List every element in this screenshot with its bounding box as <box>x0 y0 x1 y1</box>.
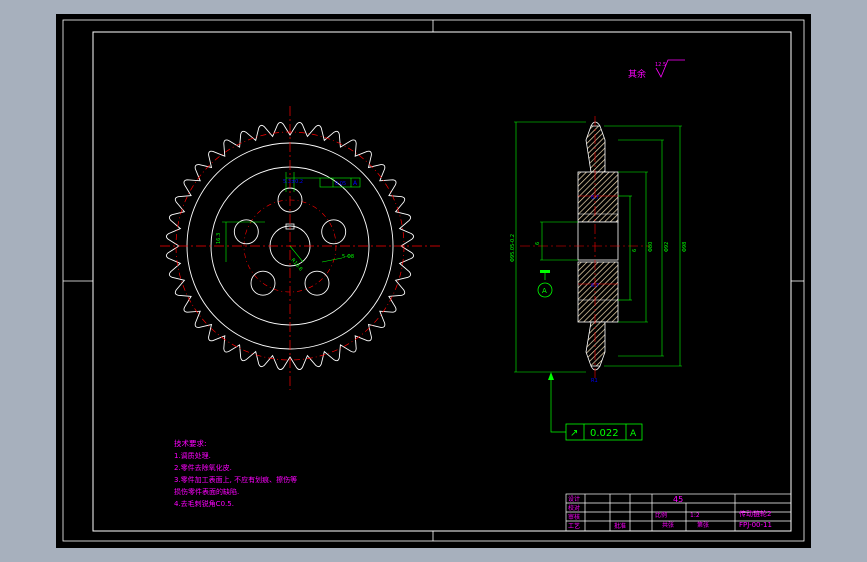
technical-notes: 技术要求: 1.调质处理. 2.零件去除氧化皮. 3.零件加工表面上, 不应有划… <box>174 438 297 508</box>
tb-scale: 1:2 <box>690 512 700 519</box>
top-dim-text: 5.3±0.2 <box>283 179 303 185</box>
tb-scale-label: 比例 <box>655 511 667 519</box>
notes-title: 技术要求: <box>174 438 207 448</box>
bolt-hole <box>233 219 259 245</box>
tb-row-3: 审核 <box>568 513 580 521</box>
bolt-hole <box>321 219 347 245</box>
runout-datum: A <box>630 429 637 439</box>
note-line-4: 损伤零件表面的缺陷. <box>174 487 239 496</box>
note-line-5: 4.去毛刺锐角C0.5. <box>174 499 234 508</box>
drawing-sheet <box>56 14 811 548</box>
roughness-note: 其余 <box>628 68 646 80</box>
roughness-tick-icon <box>655 59 685 78</box>
sprocket-front-view: 5.3±0.2 0.05 A 16.3 R10.6 5-Φ8 <box>160 106 440 390</box>
note-line-3: 3.零件加工表面上, 不应有划痕、擦伤等 <box>174 475 297 484</box>
hole-dim-text: 5-Φ8 <box>342 254 354 260</box>
sprocket-section-view: Φ98 Φ92 Φ80 6 Φ95.05-0.2 6 6.7 6.7 R1 A … <box>510 116 688 441</box>
tb-row-1: 设计 <box>568 495 580 503</box>
tolerance-frame <box>319 177 361 188</box>
dim-outer: Φ95.05-0.2 <box>510 234 516 262</box>
bore-section <box>577 221 619 261</box>
dim-keyway: 6 <box>535 242 541 245</box>
roughness-value: 12.5 <box>655 62 666 68</box>
runout-tolerance: 0.022 <box>590 428 619 439</box>
dim-small-radius: R1 <box>591 378 598 384</box>
hole-leader <box>321 257 343 263</box>
dim-width-top: 6.7 <box>591 195 599 201</box>
dim-d92: Φ92 <box>664 242 670 252</box>
radius-leader <box>289 245 304 263</box>
top-tolerance-text: 0.05 <box>335 181 346 187</box>
dim-mid: 6 <box>632 249 638 252</box>
tb-part-name: 传动链轮2 <box>739 509 771 518</box>
outer-border <box>62 19 805 542</box>
bolt-hole <box>304 270 330 296</box>
tb-approve: 批准 <box>614 522 626 530</box>
runout-symbol-icon: ↗ <box>570 428 578 439</box>
right-dims <box>514 121 682 373</box>
inner-frame <box>92 31 792 532</box>
tb-sheets-total: 共张 <box>662 521 674 529</box>
hub-upper-section <box>577 171 619 223</box>
dim-d80: Φ80 <box>648 242 654 252</box>
roughness-symbol: 其余 12.5 <box>628 59 685 80</box>
bolt-hole <box>250 270 276 296</box>
dim-width-bottom: 6.7 <box>591 283 599 289</box>
tb-row-2: 校对 <box>568 504 580 512</box>
left-dim-text: 16.3 <box>216 233 222 244</box>
runout-leader <box>550 375 566 433</box>
note-line-1: 1.调质处理. <box>174 451 211 460</box>
title-block <box>565 493 792 532</box>
hub-lower-section <box>577 261 619 323</box>
tb-material: 45 <box>673 495 683 504</box>
datum-circle <box>537 282 553 298</box>
note-line-2: 2.零件去除氧化皮. <box>174 463 232 472</box>
dim-d98: Φ98 <box>682 242 688 252</box>
datum-label: A <box>542 287 547 295</box>
centering-marks <box>63 20 804 541</box>
datum-ref-text: A <box>353 180 358 187</box>
tb-row-4: 工艺 <box>568 522 580 530</box>
tb-sheet-no: 第张 <box>697 521 709 529</box>
feature-control-frame <box>565 423 643 441</box>
tb-drawing-no: FPJ-00-11 <box>739 521 772 529</box>
